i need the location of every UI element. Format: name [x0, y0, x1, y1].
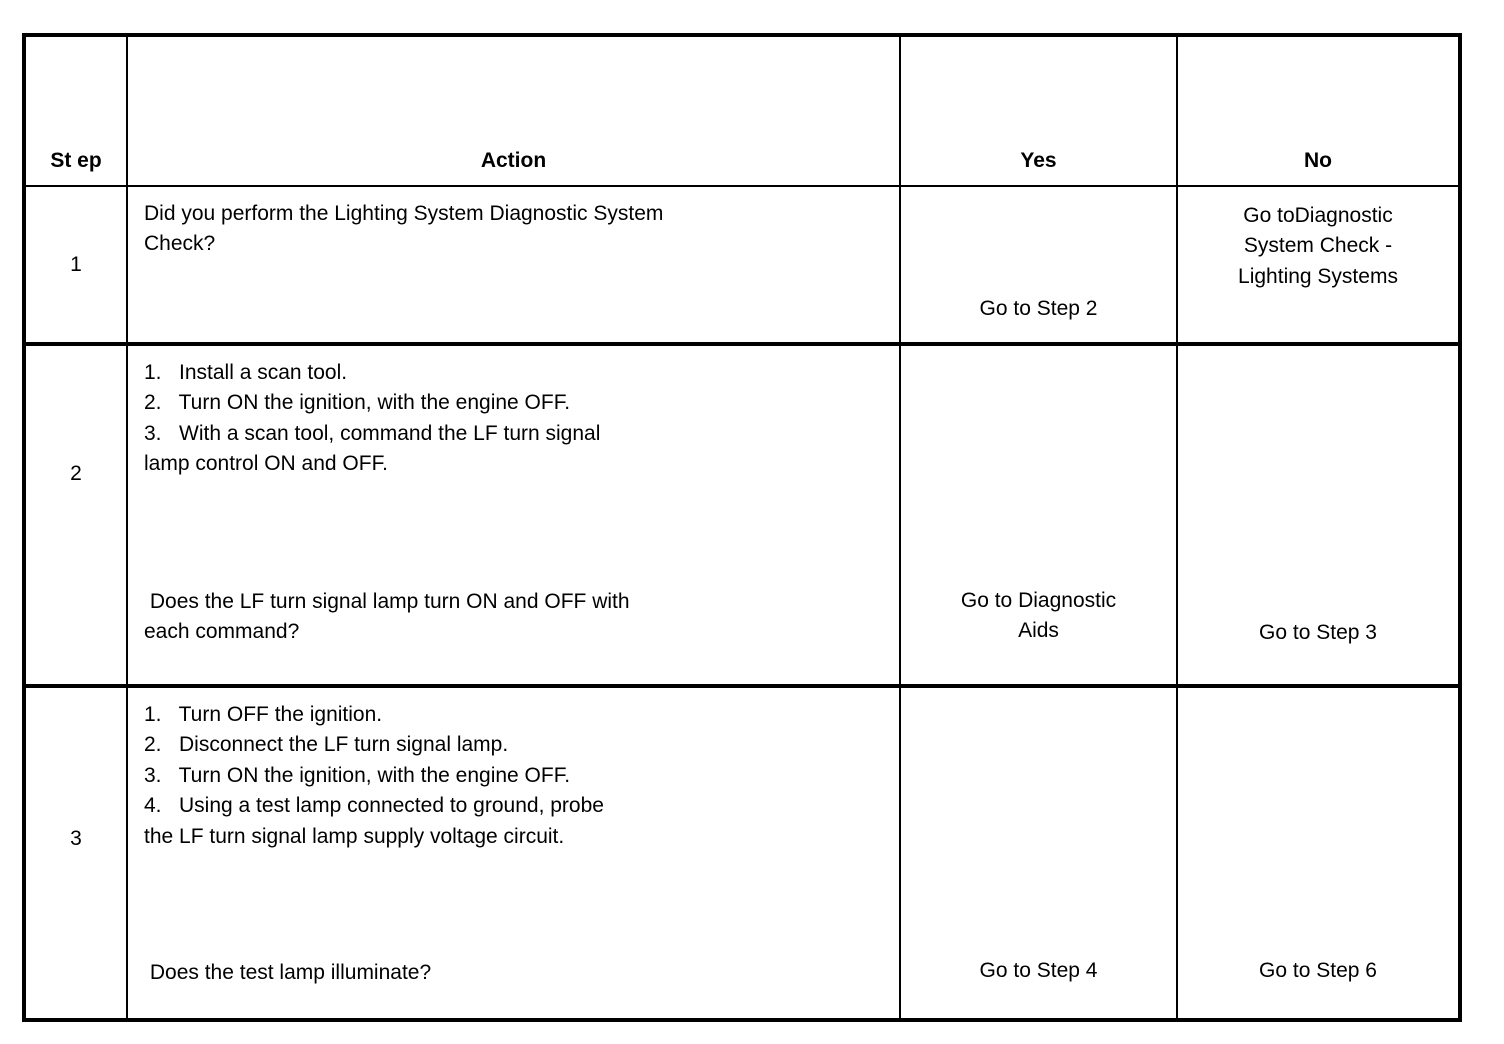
no-result-text: Go to Step 3 [1259, 621, 1377, 644]
yes-result-text: Go to Step 2 [979, 297, 1098, 320]
table-header: St ep Action Yes No [22, 33, 1462, 187]
yes-cell: Go to Diagnostic Aids [899, 342, 1178, 687]
column-header-no-label: No [1304, 149, 1332, 172]
action-cell: Did you perform the Lighting System Diag… [126, 185, 901, 345]
no-result-text: Go to Step 6 [1259, 959, 1377, 982]
step-cell: 3 [22, 684, 128, 1022]
step-cell: 1 [22, 185, 128, 345]
action-question: Does the test lamp illuminate? [144, 961, 432, 984]
table-row: 3 1. Turn OFF the ignition. 2. Disconnec… [22, 684, 1462, 1022]
column-header-no: No [1176, 33, 1462, 187]
table-row: 1 Did you perform the Lighting System Di… [22, 185, 1462, 345]
column-header-yes: Yes [899, 33, 1178, 187]
step-number: 3 [70, 827, 82, 850]
column-header-step: St ep [22, 33, 128, 187]
column-header-yes-label: Yes [1020, 149, 1057, 172]
yes-result-text: Go to Step 4 [979, 959, 1098, 982]
no-cell: Go to Step 3 [1176, 342, 1462, 687]
action-text: Did you perform the Lighting System Diag… [144, 202, 664, 256]
no-result-text: Go toDiagnostic System Check - Lighting … [1238, 204, 1398, 288]
step-number: 2 [70, 462, 82, 485]
no-cell: Go to Step 6 [1176, 684, 1462, 1022]
yes-cell: Go to Step 4 [899, 684, 1178, 1022]
no-cell: Go toDiagnostic System Check - Lighting … [1176, 185, 1462, 345]
action-question: Does the LF turn signal lamp turn ON and… [144, 590, 630, 644]
column-header-step-label: St ep [50, 149, 102, 173]
yes-cell: Go to Step 2 [899, 185, 1178, 345]
action-steps-list: 1. Turn OFF the ignition. 2. Disconnect … [144, 703, 604, 848]
table-body: 1 Did you perform the Lighting System Di… [22, 185, 1462, 1022]
yes-result-text: Go to Diagnostic Aids [960, 589, 1117, 643]
column-header-action-label: Action [480, 149, 547, 172]
diagnostic-procedure-table: St ep Action Yes No 1 [22, 33, 1462, 1022]
step-number: 1 [70, 253, 82, 276]
action-cell: 1. Install a scan tool. 2. Turn ON the i… [126, 342, 901, 687]
column-header-action: Action [126, 33, 901, 187]
table-row: 2 1. Install a scan tool. 2. Turn ON the… [22, 342, 1462, 687]
step-cell: 2 [22, 342, 128, 687]
action-cell: 1. Turn OFF the ignition. 2. Disconnect … [126, 684, 901, 1022]
header-row: St ep Action Yes No [22, 33, 1462, 187]
action-steps-list: 1. Install a scan tool. 2. Turn ON the i… [144, 361, 601, 476]
